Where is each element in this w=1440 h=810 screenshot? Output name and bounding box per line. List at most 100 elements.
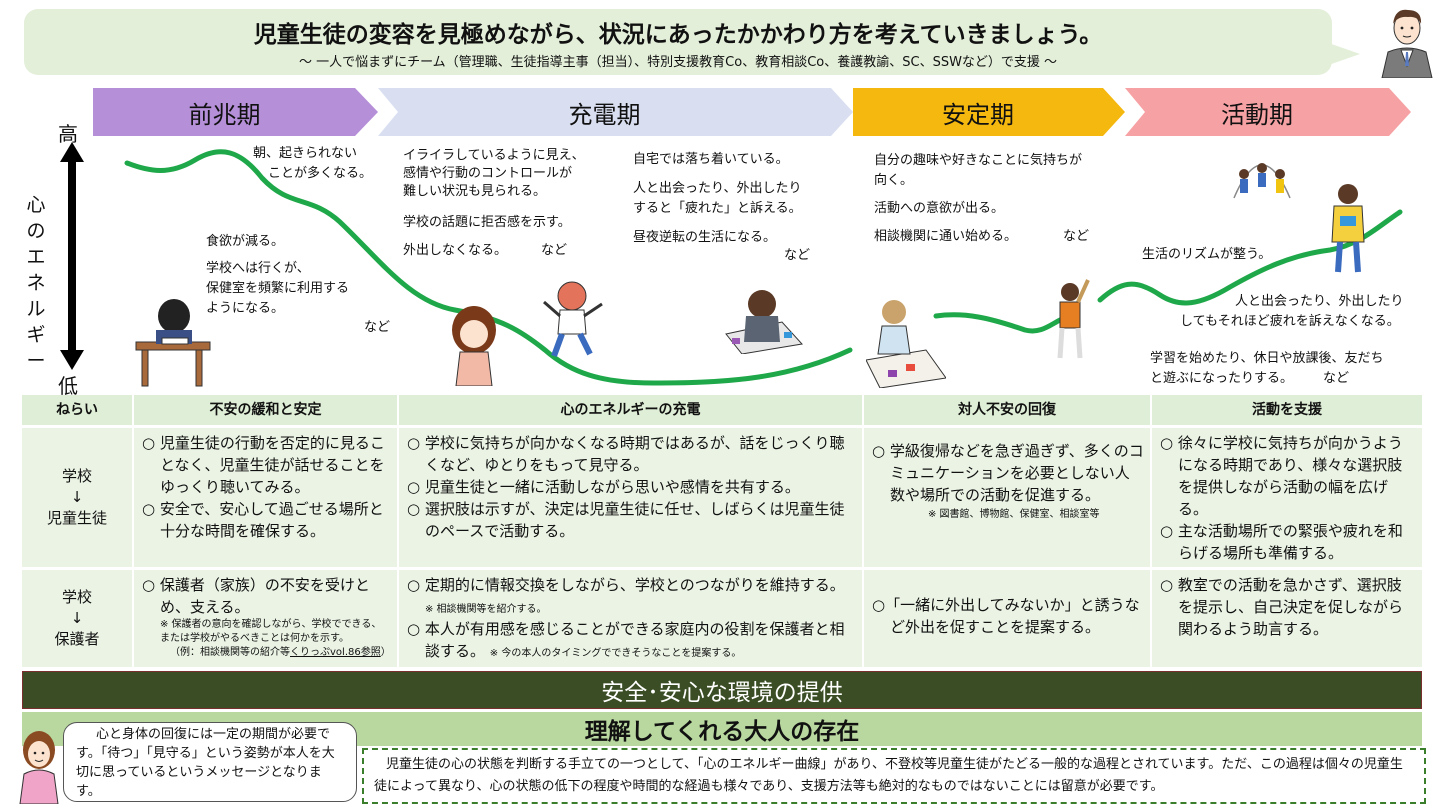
note-appetite: 食欲が減る。: [206, 234, 285, 249]
axis-low-label: 低: [58, 374, 78, 398]
teacher-male-illustration: [1381, 9, 1433, 78]
row-head-arrow: ↓: [70, 488, 84, 506]
note-play: と遊ぶになったりする。: [1150, 371, 1294, 386]
speech-text: 心と身体の回復には一定の期間が必要です。「待つ」「見守る」という姿勢が本人を大切…: [76, 727, 335, 799]
phase-label-3: 安定期: [942, 100, 1014, 129]
note-nurse-3: ようになる。: [206, 301, 285, 316]
bullet-text: ○ 学校に気持ちが向かなくなる時期ではあるが、話をじっくり聴くなど、ゆとりをもっ…: [407, 434, 845, 474]
note-nado-3: など: [784, 248, 811, 263]
row-head-line: 児童生徒: [46, 509, 107, 527]
row-head-line: 保護者: [54, 630, 100, 648]
row-head-line: 学校: [61, 588, 92, 606]
row-head-arrow: ↓: [70, 609, 84, 627]
table-header-col-4: 活動を支援: [1152, 395, 1422, 425]
bullet-text: ○ 選択肢は示すが、決定は児童生徒に任せ、しばらくは児童生徒のペースで活動する。: [407, 500, 845, 540]
note-nado-4: など: [1063, 229, 1090, 244]
bullet-text: ○ 本人が有用感を感じることができる家庭内の役割を保護者と相談する。 ※ 今の本…: [407, 618, 856, 662]
title-bubble: [24, 9, 1332, 75]
axis-high-label: 高: [58, 122, 78, 146]
note-refuse-school: 学校の話題に拒否感を示す。: [403, 215, 571, 230]
note-not-tired-2: してもそれほど疲れを訴えなくなる。: [1180, 314, 1400, 329]
note-no-going-out: 外出しなくなる。: [403, 243, 508, 258]
note-day-night: 昼夜逆転の生活になる。: [633, 230, 777, 245]
note-irritated-1: イライラしているように見え、: [403, 148, 585, 163]
bullet-text: ○ 徐々に学校に気持ちが向かうようになる時期であり、様々な選択肢を提供しながら活…: [1160, 434, 1403, 518]
phase-label-2: 充電期: [568, 100, 641, 129]
row-head-school-student: 学校 ↓ 児童生徒: [22, 428, 132, 567]
note-nado-2: など: [541, 243, 568, 258]
note-tired-1: 人と出会ったり、外出したり: [633, 181, 802, 196]
teacher-speech-bubble: 心と身体の回復には一定の期間が必要です。「待つ」「見守る」という姿勢が本人を大切…: [63, 722, 357, 802]
note-not-tired-1: 人と出会ったり、外出したり: [1235, 294, 1404, 309]
cell-r1-c2: ○ 学校に気持ちが向かなくなる時期ではあるが、話をじっくり聴くなど、ゆとりをもっ…: [399, 428, 862, 567]
page-subtitle: ～ 一人で悩まずにチーム（管理職、生徒指導主事（担当）、特別支援教育Co、教育相…: [298, 55, 1058, 70]
note-hobby-2: 向く。: [874, 173, 914, 188]
bullet-text-main: ○ 本人が有用感を感じることができる家庭内の役割を保護者と相談する。: [407, 620, 845, 660]
child-origami-illustration: [866, 300, 946, 388]
cell-r1-c1: ○ 児童生徒の行動を否定的に見ることなく、児童生徒が話せることをゆっくり聴いてみ…: [134, 428, 397, 567]
energy-axis-arrow: [60, 142, 84, 370]
angry-child-illustration: [543, 281, 603, 358]
note-morning-2: ことが多くなる。: [268, 166, 373, 181]
title-bubble-tail: [1320, 40, 1360, 68]
footnote-places: ※ 図書館、博物館、保健室、相談室等: [928, 509, 1100, 520]
note-example-text: （例：相談機関等の紹介等: [170, 647, 290, 658]
note-reference-link[interactable]: くりっぷvol.86参照: [290, 647, 381, 658]
support-table: ねらい 不安の緩和と安定 心のエネルギーの充電 対人不安の回復 活動を支援 学校…: [22, 395, 1422, 667]
note-nado-5: など: [1323, 371, 1350, 386]
note-morning-1: 朝、起きられない: [253, 146, 358, 161]
bullet-text: ○ 学級復帰などを急ぎ過ぎず、多くのコミュニケーションを必要としない人数や場所で…: [872, 442, 1144, 504]
bullet-text: ○ 教室での活動を急かさず、選択肢を提示し、自己決定を促しながら関わるよう助言す…: [1160, 576, 1404, 638]
understanding-adult-banner: 理解してくれる大人の存在: [22, 712, 1422, 746]
cell-r2-c3: ○「一緒に外出してみないか」と誘うなど外出を促すことを提案する。: [864, 570, 1150, 667]
bullet-text: ○ 主な活動場所での緊張や疲れを和らげる場所も準備する。: [1160, 522, 1403, 562]
note-study: 学習を始めたり、休日や放課後、友だち: [1150, 351, 1384, 366]
note-example-close: ）: [380, 647, 391, 658]
note-irritated-2: 感情や行動のコントロールが: [403, 166, 573, 181]
note-nurse-2: 保健室を頻繁に利用する: [206, 281, 350, 296]
energy-curve-note: 児童生徒の心の状態を判断する手立ての一つとして、「心のエネルギー曲線」があり、不…: [362, 748, 1426, 804]
phase-arrow-4: [1125, 88, 1411, 136]
page-title: 児童生徒の変容を見極めながら、状況にあったかかわり方を考えていきましょう。: [253, 22, 1103, 48]
cell-r2-c4: ○ 教室での活動を急かさず、選択肢を提示し、自己決定を促しながら関わるよう助言す…: [1152, 570, 1422, 667]
note-rhythm: 生活のリズムが整う。: [1142, 247, 1272, 262]
bullet-text: ○ 児童生徒と一緒に活動しながら思いや感情を共有する。: [407, 478, 800, 496]
children-jump-rope-illustration: [1233, 163, 1291, 199]
student-at-desk-illustration: [135, 299, 211, 387]
table-header-col-3: 対人不安の回復: [864, 395, 1150, 425]
table-header-aim: ねらい: [22, 395, 132, 425]
row-head-school-parent: 学校 ↓ 保護者: [22, 570, 132, 667]
bullet-text: ○ 児童生徒の行動を否定的に見ることなく、児童生徒が話せることをゆっくり聴いてみ…: [142, 434, 385, 496]
bullet-text: ○ 定期的に情報交換をしながら、学校とのつながりを維持する。 ※ 相談機関等を紹…: [407, 574, 856, 618]
note-consult: 相談機関に通い始める。: [874, 229, 1018, 244]
cell-r1-c3: ○ 学級復帰などを急ぎ過ぎず、多くのコミュニケーションを必要としない人数や場所で…: [864, 428, 1150, 567]
table-header-col-2: 心のエネルギーの充電: [399, 395, 862, 425]
table-header-col-1: 不安の緩和と安定: [134, 395, 397, 425]
cell-r2-c2: ○ 定期的に情報交換をしながら、学校とのつながりを維持する。 ※ 相談機関等を紹…: [399, 570, 862, 667]
note-motivation: 活動への意欲が出る。: [874, 201, 1005, 216]
bullet-text: ○ 保護者（家族）の不安を受けとめ、支える。: [142, 576, 370, 616]
axis-title: 心のエネルギー: [26, 194, 46, 372]
note-intro: ※ 相談機関等を紹介する。: [425, 604, 547, 615]
child-playing-cards-illustration: [725, 290, 803, 354]
sad-child-illustration: [452, 306, 496, 386]
teacher-female-illustration: [19, 731, 59, 804]
phase-arrows: [93, 88, 1411, 136]
bullet-text-main: ○ 定期的に情報交換をしながら、学校とのつながりを維持する。: [407, 576, 845, 594]
row-head-line: 学校: [61, 467, 92, 485]
phase-arrow-2: [378, 88, 853, 136]
phase-arrow-1: [93, 88, 378, 136]
safe-environment-banner: 安全･安心な環境の提供: [22, 671, 1422, 709]
child-baseball-illustration: [1057, 279, 1090, 359]
note-example: （例：相談機関等の紹介等くりっぷvol.86参照）: [142, 646, 391, 660]
note-nado-1: など: [364, 320, 391, 335]
child-standing-book-illustration: [1331, 184, 1365, 273]
note-nurse-1: 学校へは行くが、: [206, 261, 310, 276]
note-hobby-1: 自分の趣味や好きなことに気持ちが: [874, 153, 1083, 168]
note-calm-home: 自宅では落ち着いている。: [633, 152, 789, 167]
cell-r1-c4: ○ 徐々に学校に気持ちが向かうようになる時期であり、様々な選択肢を提供しながら活…: [1152, 428, 1422, 567]
note-irritated-3: 難しい状況も見られる。: [403, 184, 547, 199]
cell-r2-c1: ○ 保護者（家族）の不安を受けとめ、支える。 ※ 保護者の意向を確認しながら、学…: [134, 570, 397, 667]
bullet-text: ○「一緒に外出してみないか」と誘うなど外出を促すことを提案する。: [872, 596, 1140, 636]
note-parent: ※ 保護者の意向を確認しながら、学校でできる、または学校がやるべきことは何かを示…: [160, 619, 382, 644]
